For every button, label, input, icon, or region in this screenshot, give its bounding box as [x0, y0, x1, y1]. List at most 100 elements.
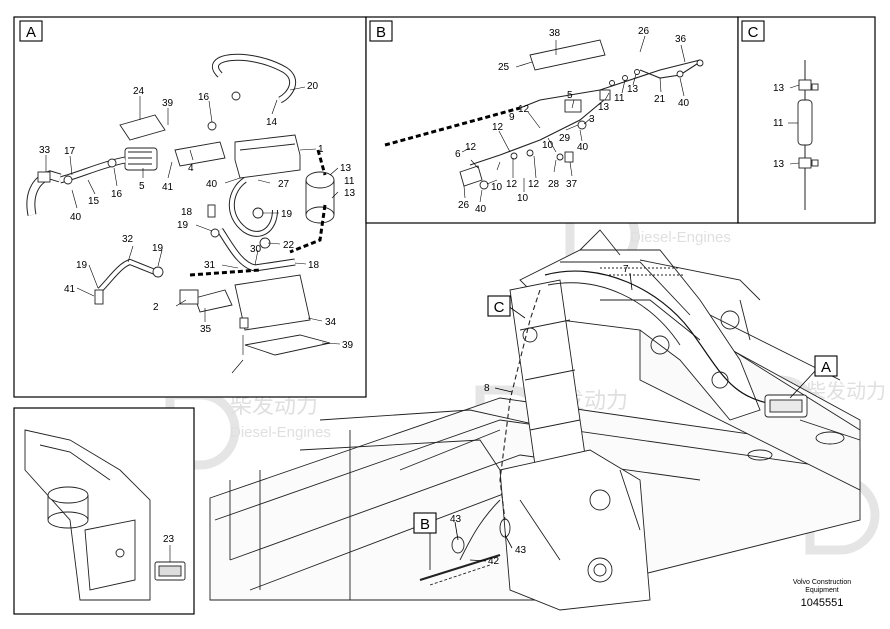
callout-number: 35 [200, 324, 212, 335]
callout-number: 5 [567, 90, 573, 101]
panel-c-callouts: 13 11 13 [773, 83, 785, 170]
watermark-brand-en: Diesel-Engines [230, 424, 331, 441]
callout-number: 38 [549, 28, 561, 39]
callout-number: 13 [773, 83, 785, 94]
panel-a-callouts: 33 17 24 39 16 20 14 5 1 13 11 13 40 15 … [39, 81, 356, 351]
callout-number: 16 [198, 92, 210, 103]
callout-number: 19 [177, 220, 189, 231]
panel-b [365, 16, 739, 224]
view-marker-b: B [413, 512, 437, 534]
callout-number: 18 [181, 207, 193, 218]
callout-number: 32 [122, 234, 134, 245]
main-callouts: 7 8 43 42 43 [450, 264, 629, 567]
callout-number: 12 [518, 104, 530, 115]
callout-number: 20 [307, 81, 319, 92]
callout-number: 39 [342, 340, 354, 351]
watermark-brand-en: Diesel-Engines [630, 229, 731, 246]
panel-c-leader-lines [788, 84, 800, 165]
panel-tag-a: A [19, 20, 43, 42]
panel-tag-c: C [741, 20, 765, 42]
machine-frame-drawing [209, 229, 861, 611]
panel-b-callouts: 38 25 26 36 21 40 11 13 13 5 12 9 3 29 1… [455, 26, 690, 215]
callout-number: 13 [598, 102, 610, 113]
view-marker-label: B [420, 516, 430, 533]
main-leader-lines [429, 272, 817, 570]
callout-number: 36 [675, 34, 687, 45]
callout-number: 13 [627, 84, 639, 95]
callout-number: 31 [204, 260, 216, 271]
callout-number: 40 [475, 204, 487, 215]
callout-number: 2 [153, 302, 159, 313]
callout-number: 13 [340, 163, 352, 174]
callout-number: 22 [283, 240, 295, 251]
callout-number: 40 [577, 142, 589, 153]
callout-number: 21 [654, 94, 666, 105]
view-marker-label: A [821, 359, 831, 376]
footer-part-number: 1045551 [801, 597, 844, 609]
inset-callouts: 23 [163, 534, 175, 545]
callout-number: 16 [111, 189, 123, 200]
panel-tag-label: A [26, 24, 36, 41]
callout-number: 6 [455, 149, 461, 160]
callout-number: 18 [308, 260, 320, 271]
callout-number: 41 [162, 182, 174, 193]
panel-a-leader-lines [45, 86, 341, 374]
callout-number: 19 [281, 209, 293, 220]
callout-number: 12 [528, 179, 540, 190]
callout-number: 40 [678, 98, 690, 109]
panel-tag-label: C [748, 24, 759, 41]
callout-number: 19 [152, 243, 164, 254]
callout-number: 15 [88, 196, 100, 207]
footer-block: Volvo Construction Equipment 1045551 [793, 579, 851, 609]
panel-a [13, 16, 367, 398]
callout-number: 27 [278, 179, 290, 190]
callout-number: 11 [773, 118, 784, 129]
callout-number: 12 [465, 142, 477, 153]
callout-number: 17 [64, 146, 76, 157]
panel-b-leader-lines [461, 35, 686, 203]
callout-number: 8 [484, 383, 490, 394]
callout-number: 39 [162, 98, 174, 109]
panel-a-parts [26, 53, 335, 356]
callout-number: 3 [589, 114, 595, 125]
callout-number: 34 [325, 317, 337, 328]
watermark-brand-cn: 柴发动力 [806, 380, 886, 403]
callout-number: 26 [638, 26, 650, 37]
callout-number: 40 [70, 212, 82, 223]
view-marker-a: A [814, 355, 838, 377]
inset-parts [24, 429, 186, 601]
callout-number: 7 [623, 264, 629, 275]
callout-number: 25 [498, 62, 510, 73]
callout-number: 10 [517, 193, 529, 204]
callout-number: 30 [250, 244, 262, 255]
footer-company-line1: Volvo Construction [793, 579, 851, 586]
panel-tag-label: B [376, 24, 386, 41]
callout-number: 12 [506, 179, 518, 190]
callout-number: 42 [488, 556, 500, 567]
callout-number: 24 [133, 86, 145, 97]
callout-number: 11 [614, 93, 625, 104]
callout-number: 9 [509, 112, 515, 123]
callout-number: 10 [542, 140, 554, 151]
callout-number: 13 [344, 188, 356, 199]
callout-number: 23 [163, 534, 175, 545]
panel-tag-b: B [369, 20, 393, 42]
callout-number: 1 [318, 144, 324, 155]
view-marker-c: C [487, 295, 511, 317]
callout-number: 4 [188, 163, 194, 174]
callout-number: 26 [458, 200, 470, 211]
callout-number: 37 [566, 179, 578, 190]
callout-number: 19 [76, 260, 88, 271]
callout-number: 41 [64, 284, 76, 295]
panel-b-parts [384, 39, 704, 190]
callout-number: 43 [450, 514, 462, 525]
callout-number: 28 [548, 179, 560, 190]
view-marker-label: C [494, 299, 505, 316]
callout-number: 14 [266, 117, 278, 128]
callout-number: 12 [492, 122, 504, 133]
callout-number: 5 [139, 181, 145, 192]
callout-number: 40 [206, 179, 218, 190]
callout-number: 11 [344, 176, 355, 187]
callout-number: 43 [515, 545, 527, 556]
